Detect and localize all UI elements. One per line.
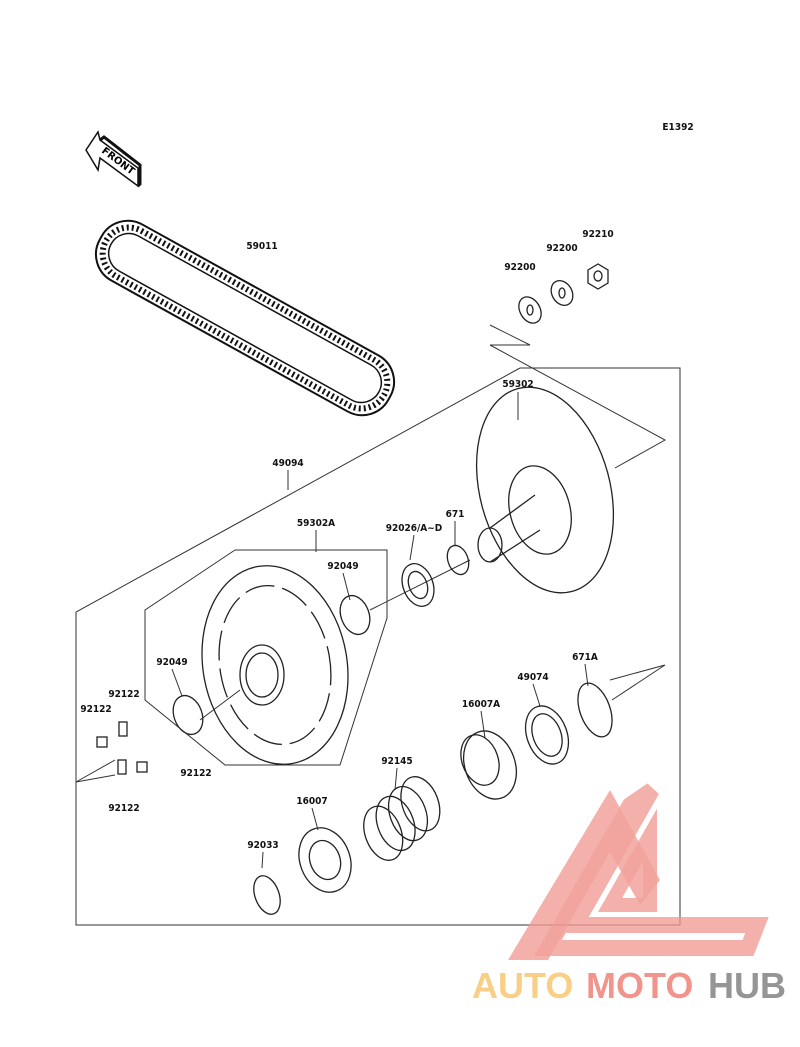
part-label: 59302 — [502, 379, 533, 390]
part-labels: E1392 59011 92210 92200 92200 59302 4909… — [80, 122, 693, 851]
watermark-logo: AUTO MOTO HUB — [472, 783, 786, 1006]
part-label: 92049 — [327, 561, 358, 572]
watermark-auto: AUTO — [472, 965, 573, 1006]
front-arrow-icon: FRONT — [85, 130, 142, 188]
part-label: 92122 — [180, 768, 211, 779]
rings — [96, 544, 613, 915]
spring — [363, 776, 441, 861]
part-label: 59011 — [246, 241, 277, 252]
part-label: 59302A — [297, 518, 335, 529]
leader-lines — [75, 324, 681, 926]
part-label: 16007 — [296, 796, 327, 807]
part-label: 92145 — [381, 756, 412, 767]
part-label: 92049 — [156, 657, 187, 668]
part-label: 92122 — [108, 803, 139, 814]
washers — [518, 263, 609, 324]
driven-pulley-movable-sheave — [201, 565, 349, 765]
part-label: 92122 — [108, 689, 139, 700]
driven-pulley-fixed-sheave — [475, 386, 615, 594]
part-label: 16007A — [462, 699, 500, 710]
part-label: 92122 — [80, 704, 111, 715]
part-label: 671A — [572, 652, 598, 663]
part-label: 92210 — [582, 229, 613, 240]
part-label: 49074 — [517, 672, 548, 683]
part-label: 92026/A~D — [386, 523, 443, 534]
part-label: 92200 — [504, 262, 535, 273]
drive-belt — [94, 219, 396, 417]
diagram-code: E1392 — [662, 122, 693, 133]
part-label: 49094 — [272, 458, 303, 469]
watermark-hub: HUB — [708, 965, 786, 1006]
part-label: 92200 — [546, 243, 577, 254]
part-label: 671 — [446, 509, 465, 520]
watermark-moto: MOTO — [586, 965, 693, 1006]
part-label: 92033 — [247, 840, 278, 851]
